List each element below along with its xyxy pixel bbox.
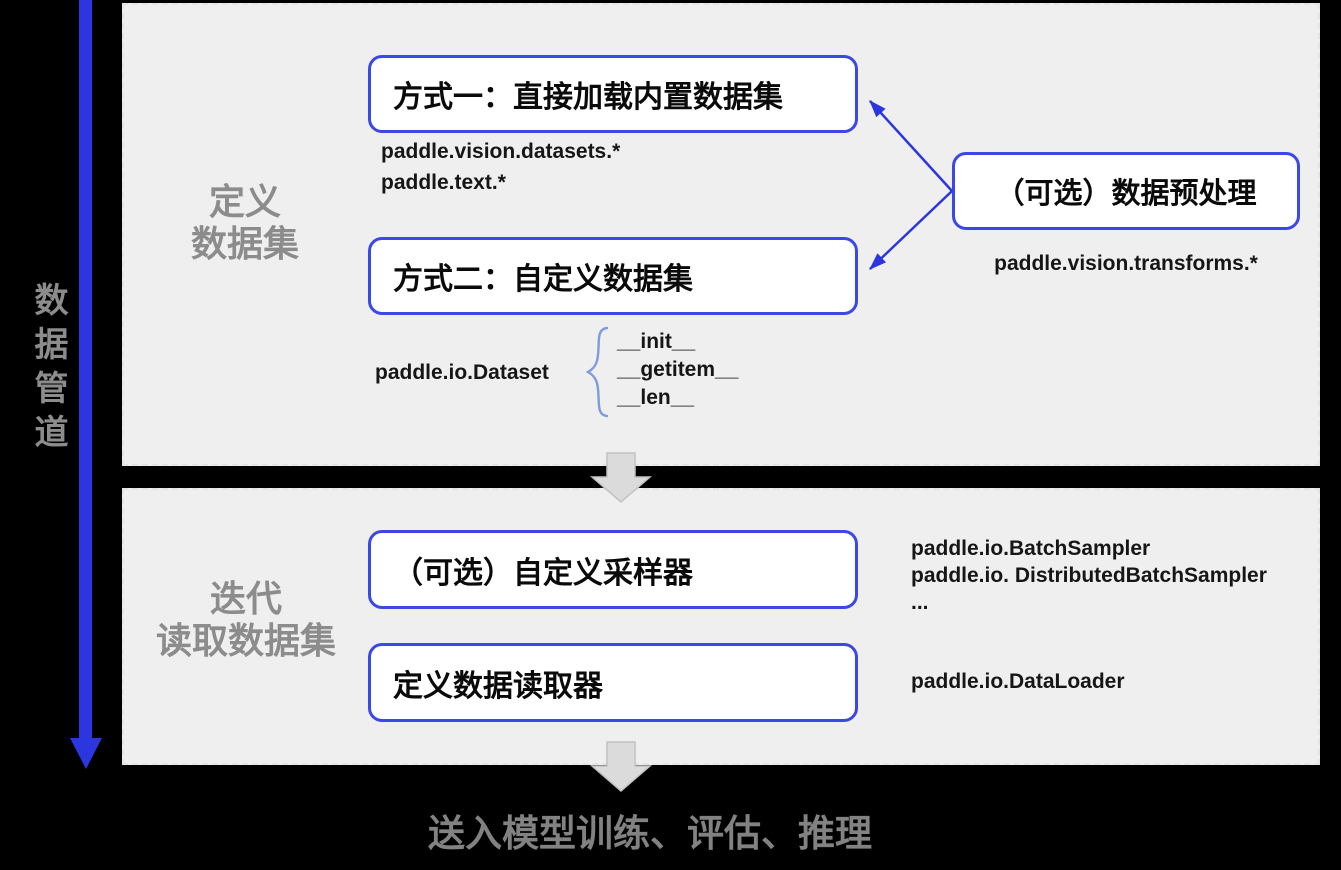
brace-icon bbox=[585, 326, 609, 418]
preprocess-connector-arrows-icon bbox=[869, 100, 953, 270]
override-init: __init__ bbox=[617, 330, 696, 353]
sampler-api-line2: paddle.io. DistributedBatchSampler bbox=[911, 564, 1267, 587]
pipeline-arrow-stem bbox=[79, 0, 92, 740]
read-section-label-line2: 读取数据集 bbox=[155, 620, 336, 662]
dataloader-box: 定义数据读取器 bbox=[368, 643, 858, 722]
flow-arrow-down-2-icon bbox=[590, 741, 652, 792]
method2-custom-dataset-box: 方式二：自定义数据集 bbox=[368, 237, 858, 315]
read-section-label-line1: 迭代 bbox=[209, 578, 282, 619]
read-section-label: 迭代 读取数据集 bbox=[146, 578, 346, 662]
method1-api-line2: paddle.text.* bbox=[381, 171, 506, 194]
dataloader-box-label: 定义数据读取器 bbox=[393, 669, 603, 703]
override-getitem: __getitem__ bbox=[617, 358, 739, 381]
method1-api-line1: paddle.vision.datasets.* bbox=[381, 140, 621, 163]
method1-box-label: 方式一：直接加载内置数据集 bbox=[393, 81, 783, 114]
method2-box-label: 方式二：自定义数据集 bbox=[393, 263, 693, 296]
define-section-label: 定义 数据集 bbox=[145, 181, 345, 265]
sampler-optional-box: （可选）自定义采样器 bbox=[368, 530, 858, 609]
sampler-api-line1: paddle.io.BatchSampler bbox=[911, 537, 1151, 560]
define-section-label-line1: 定义 bbox=[208, 181, 281, 222]
pipeline-arrow-head-icon bbox=[70, 738, 102, 769]
preprocess-optional-box: （可选）数据预处理 bbox=[952, 152, 1300, 230]
footer-caption: 送入模型训练、评估、推理 bbox=[428, 813, 872, 854]
override-len: __len__ bbox=[617, 386, 695, 409]
sampler-api-ellipsis: ... bbox=[911, 591, 929, 614]
pipeline-vertical-label: 数据管道 bbox=[29, 282, 67, 458]
dataloader-api: paddle.io.DataLoader bbox=[911, 670, 1125, 693]
method1-builtin-dataset-box: 方式一：直接加载内置数据集 bbox=[368, 55, 858, 133]
flow-arrow-down-1-icon bbox=[590, 452, 652, 503]
define-section-label-line2: 数据集 bbox=[190, 223, 299, 265]
sampler-box-label: （可选）自定义采样器 bbox=[393, 556, 693, 590]
method2-api: paddle.io.Dataset bbox=[375, 361, 549, 384]
preprocess-box-label: （可选）数据预处理 bbox=[995, 178, 1257, 210]
preprocess-api: paddle.vision.transforms.* bbox=[994, 252, 1258, 275]
